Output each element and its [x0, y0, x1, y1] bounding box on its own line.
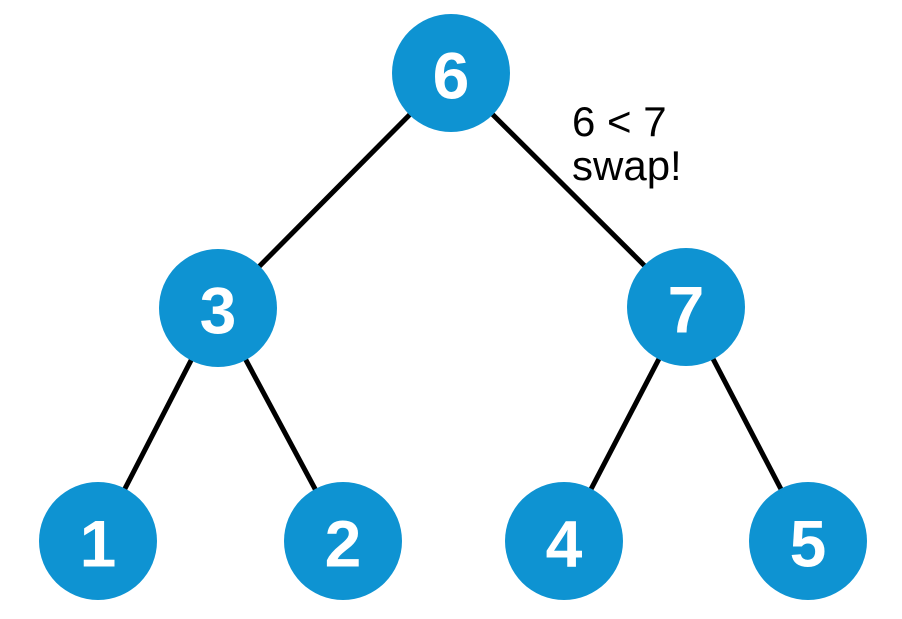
tree-node-7: 7 [627, 248, 745, 366]
tree-node-label-4: 4 [546, 507, 583, 581]
tree-node-label-5: 5 [790, 507, 827, 581]
tree-node-3: 3 [159, 249, 277, 367]
tree-node-label-1: 1 [80, 507, 117, 581]
tree-node-4: 4 [505, 482, 623, 600]
tree-node-1: 1 [39, 482, 157, 600]
tree-node-5: 5 [749, 482, 867, 600]
tree-node-6: 6 [392, 14, 510, 132]
swap-annotation: 6 < 7 swap! [572, 100, 682, 188]
tree-node-circle-1 [39, 482, 157, 600]
annotation-action-text: swap! [572, 142, 682, 189]
annotation-comparison-text: 6 < 7 [572, 98, 667, 145]
tree-node-label-7: 7 [668, 273, 705, 347]
tree-node-circle-6 [392, 14, 510, 132]
tree-node-label-2: 2 [325, 507, 362, 581]
tree-node-label-3: 3 [200, 274, 237, 348]
tree-node-label-6: 6 [433, 39, 470, 113]
tree-node-circle-4 [505, 482, 623, 600]
tree-node-circle-2 [284, 482, 402, 600]
tree-node-circle-5 [749, 482, 867, 600]
tree-node-2: 2 [284, 482, 402, 600]
tree-node-circle-3 [159, 249, 277, 367]
tree-node-circle-7 [627, 248, 745, 366]
